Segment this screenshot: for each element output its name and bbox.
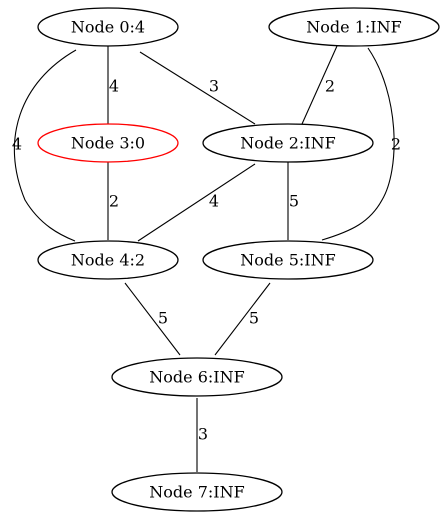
node-7-ellipse bbox=[111, 472, 283, 512]
node-5[interactable]: Node 5:INF bbox=[202, 240, 374, 280]
edge-weight-2-4: 4 bbox=[209, 192, 219, 211]
edge-0-4 bbox=[13, 49, 77, 242]
node-1-ellipse bbox=[268, 7, 440, 47]
node-1-label: Node 1:INF bbox=[306, 18, 401, 37]
edge-0-2 bbox=[139, 51, 256, 125]
edge-1-5 bbox=[321, 47, 395, 241]
edge-weight-1-5: 2 bbox=[391, 135, 401, 154]
node-2-label: Node 2:INF bbox=[240, 134, 335, 153]
node-6-ellipse bbox=[111, 357, 283, 397]
node-2-ellipse bbox=[202, 123, 374, 163]
node-6-label: Node 6:INF bbox=[149, 368, 244, 387]
edge-weight-3-4: 2 bbox=[109, 192, 119, 211]
edge-weight-0-4: 4 bbox=[12, 135, 22, 154]
edge-weight-0-3: 4 bbox=[109, 77, 119, 96]
edge-weight-6-7: 3 bbox=[198, 425, 208, 444]
node-4-label: Node 4:2 bbox=[71, 251, 145, 270]
edge-weight-0-2: 3 bbox=[209, 77, 219, 96]
node-5-ellipse bbox=[202, 240, 374, 280]
node-0-ellipse bbox=[37, 7, 179, 47]
node-6[interactable]: Node 6:INF bbox=[111, 357, 283, 397]
edge-4-6 bbox=[124, 282, 181, 356]
node-0[interactable]: Node 0:4 bbox=[37, 7, 179, 47]
node-1[interactable]: Node 1:INF bbox=[268, 7, 440, 47]
node-3-ellipse bbox=[37, 123, 179, 163]
edge-weight-4-6: 5 bbox=[158, 309, 168, 328]
node-2[interactable]: Node 2:INF bbox=[202, 123, 374, 163]
node-3-label: Node 3:0 bbox=[71, 134, 145, 153]
edge-weight-2-5: 5 bbox=[289, 192, 299, 211]
edge-2-4 bbox=[137, 163, 256, 242]
node-5-label: Node 5:INF bbox=[240, 251, 335, 270]
edges-layer: 4 3 4 2 2 2 4 5 5 5 3 bbox=[12, 45, 401, 472]
edge-1-2 bbox=[301, 45, 338, 125]
node-4-ellipse bbox=[37, 240, 179, 280]
node-7[interactable]: Node 7:INF bbox=[111, 472, 283, 512]
node-3[interactable]: Node 3:0 bbox=[37, 123, 179, 163]
edge-weight-1-2: 2 bbox=[325, 77, 335, 96]
node-7-label: Node 7:INF bbox=[149, 483, 244, 502]
edge-weight-5-6: 5 bbox=[249, 309, 259, 328]
nodes-layer: Node 0:4 Node 1:INF Node 2:INF Node 3:0 … bbox=[37, 7, 440, 512]
node-4[interactable]: Node 4:2 bbox=[37, 240, 179, 280]
edge-5-6 bbox=[214, 282, 271, 356]
node-0-label: Node 0:4 bbox=[71, 18, 145, 37]
